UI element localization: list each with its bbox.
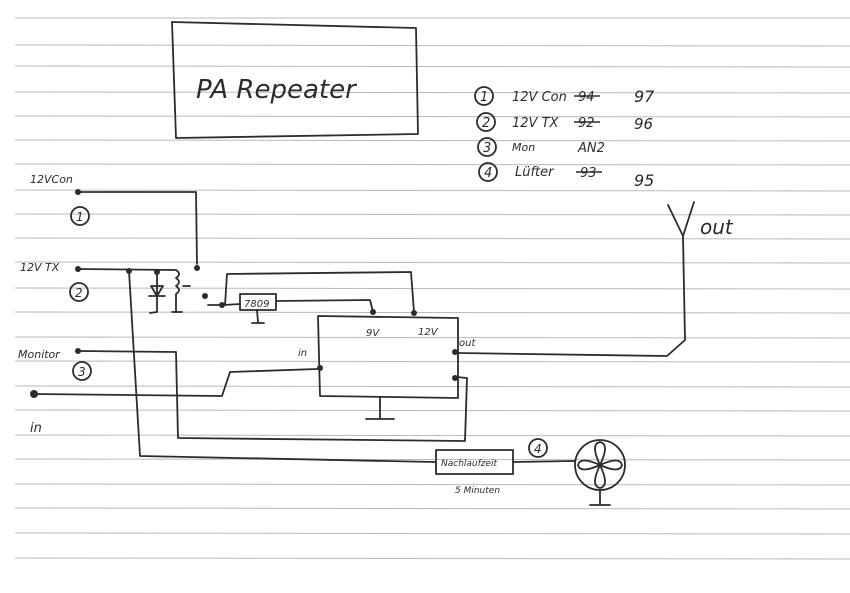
svg-text:4: 4: [534, 442, 542, 456]
pin-legend: 1 12V Con 94 97 2 12V TX 92 96 3 Mon AN2…: [474, 86, 655, 190]
svg-text:4: 4: [484, 166, 492, 181]
svg-text:9V: 9V: [366, 328, 380, 339]
svg-text:Monitor: Monitor: [18, 348, 61, 361]
amplifier-block: in 9V 12V out: [298, 315, 476, 420]
svg-text:5 Minuten: 5 Minuten: [455, 486, 500, 496]
regulator-7809: 7809: [223, 293, 374, 324]
svg-text:1: 1: [480, 90, 488, 105]
legend-row-2: 2 12V TX 92 96: [476, 112, 653, 133]
svg-text:12V Con: 12V Con: [512, 90, 567, 105]
svg-text:12V: 12V: [418, 327, 439, 338]
input-monitor: Monitor 3: [18, 348, 92, 381]
title-box: PA Repeater: [171, 21, 419, 139]
fan-icon: [574, 439, 626, 506]
svg-text:12V TX: 12V TX: [20, 261, 60, 274]
svg-text:12VCon: 12VCon: [30, 173, 73, 186]
legend-row-4: 4 Lüfter 93 95: [478, 162, 654, 190]
svg-text:2: 2: [75, 286, 83, 300]
svg-text:12V TX: 12V TX: [512, 116, 560, 131]
svg-text:97: 97: [634, 87, 655, 106]
svg-text:AN2: AN2: [577, 141, 605, 156]
timer-block: Nachlaufzeit 5 Minuten 4: [435, 438, 548, 496]
svg-text:3: 3: [78, 365, 86, 379]
svg-text:94: 94: [578, 90, 595, 105]
svg-text:93: 93: [580, 166, 597, 181]
svg-text:7809: 7809: [244, 299, 269, 310]
svg-text:Nachlaufzeit: Nachlaufzeit: [441, 459, 498, 469]
legend-row-3: 3 Mon AN2: [477, 137, 605, 157]
svg-text:Lüfter: Lüfter: [515, 165, 555, 180]
svg-text:1: 1: [76, 210, 84, 224]
input-12v-con: 12VCon 1: [30, 173, 90, 226]
svg-text:in: in: [298, 348, 307, 359]
svg-text:96: 96: [634, 115, 653, 133]
svg-text:3: 3: [483, 141, 491, 156]
svg-text:92: 92: [578, 116, 595, 131]
svg-text:2: 2: [482, 116, 490, 131]
output-label: out: [700, 215, 734, 239]
diode: [148, 271, 166, 314]
ruled-lines: [14, 17, 850, 560]
legend-row-1: 1 12V Con 94 97: [474, 86, 655, 106]
svg-text:95: 95: [634, 171, 654, 190]
input-signal-in: in: [30, 390, 42, 436]
input-12v-tx: 12V TX 2: [20, 261, 89, 302]
wiring: 7809: [33, 191, 695, 463]
svg-text:Mon: Mon: [512, 141, 535, 154]
svg-text:in: in: [30, 421, 42, 436]
page-title: PA Repeater: [196, 75, 358, 105]
relay-coil: [171, 269, 191, 313]
svg-text:out: out: [459, 338, 476, 349]
